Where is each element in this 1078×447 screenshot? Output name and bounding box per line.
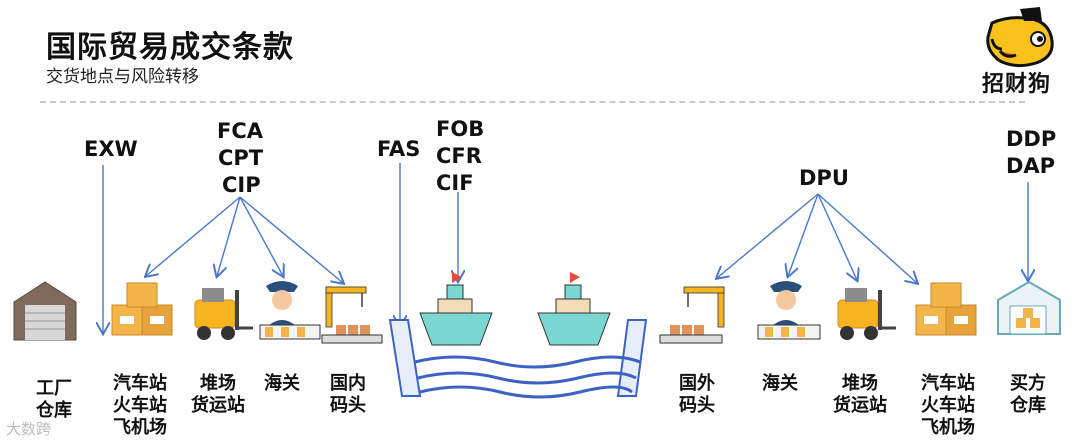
ship-icon — [537, 272, 611, 346]
location-freight-yard: 堆场货运站 — [833, 373, 887, 416]
buyer-warehouse-icon — [997, 280, 1061, 335]
dpu-arrow-yard — [817, 193, 857, 280]
page-subtitle: 交货地点与风险转移 — [46, 67, 199, 87]
term-cif: CIF — [436, 171, 474, 195]
customs-officer-icon — [259, 281, 321, 340]
cargo-boxes-icon — [915, 282, 977, 336]
dpu-arrow-station — [817, 193, 917, 283]
location-buyer-warehouse: 买方仓库 — [1010, 373, 1046, 416]
brand-name: 招财狗 — [982, 72, 1052, 97]
location-customs: 海关 — [264, 373, 300, 394]
location-factory-warehouse: 工厂仓库 — [36, 378, 72, 421]
term-fob: FOB — [436, 117, 485, 141]
dpu-arrow-customs — [788, 193, 819, 276]
dpu-arrow-port — [717, 193, 819, 278]
page-title: 国际贸易成交条款 — [46, 30, 294, 65]
customs-officer-icon — [757, 281, 821, 340]
term-dap: DAP — [1006, 154, 1056, 178]
term-ddp: DDP — [1006, 127, 1057, 151]
cip-arrow-customs — [239, 196, 283, 276]
forklift-icon — [837, 288, 896, 340]
cip-arrow-station — [146, 196, 241, 276]
term-fas: FAS — [377, 137, 421, 161]
divider — [40, 101, 1025, 103]
port-crane-icon — [659, 286, 725, 344]
location-transport-hubs: 汽车站火车站飞机场 — [113, 373, 167, 438]
term-cip: CIP — [222, 173, 261, 197]
watermark: 大数跨 — [6, 420, 52, 438]
cip-arrow-yard — [217, 196, 241, 276]
location-domestic-port: 国内码头 — [330, 373, 366, 416]
term-exw: EXW — [84, 137, 138, 161]
cip-arrow-port — [239, 196, 343, 283]
cargo-boxes-icon — [111, 282, 173, 336]
location-customs: 海关 — [762, 373, 798, 394]
term-cfr: CFR — [436, 144, 482, 168]
location-foreign-port: 国外码头 — [679, 373, 715, 416]
location-transport-hubs: 汽车站火车站飞机场 — [921, 373, 975, 438]
forklift-icon — [194, 288, 253, 340]
sea-illustration — [388, 319, 648, 399]
ship-icon — [419, 272, 493, 346]
port-crane-icon — [321, 286, 383, 344]
term-cpt: CPT — [218, 146, 264, 170]
dog-logo-icon — [986, 7, 1054, 68]
term-fca: FCA — [217, 119, 264, 143]
location-freight-yard: 堆场货运站 — [191, 373, 245, 416]
warehouse-icon — [13, 281, 77, 341]
term-dpu: DPU — [799, 166, 849, 190]
